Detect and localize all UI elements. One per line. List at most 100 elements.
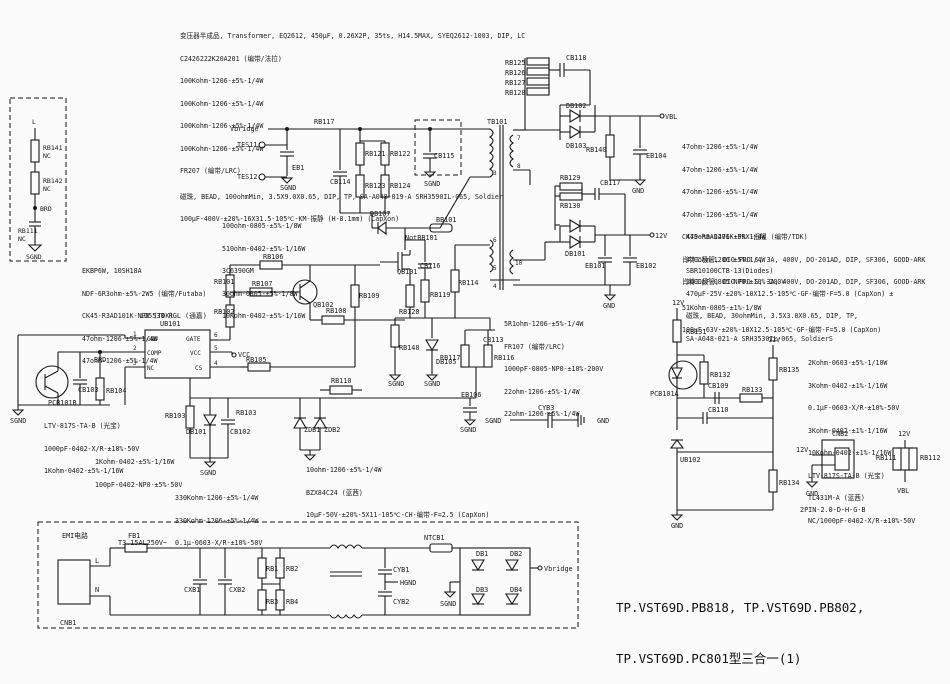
db3-ref: DB3 — [476, 586, 488, 594]
header-notes: 变压器半成品, Transformer, EQ2612, 450μF, 0.26… — [180, 18, 525, 231]
cb118-ref: CB118 — [566, 54, 586, 62]
eb101-ref: EB101 — [585, 262, 605, 270]
sgnd-label-7: SGND — [460, 426, 476, 434]
sgnd-label-1: SGND — [280, 184, 296, 192]
bb101-ref: BB101 — [436, 216, 456, 224]
cyb3-ref: CYB3 — [538, 404, 554, 412]
rb124-ref: RB124 — [390, 182, 410, 190]
rb119-ref: RB119 — [430, 291, 450, 299]
rb120-ref: RB120 — [399, 308, 419, 316]
note-line: 100ohm-0805-±5%-1/8W — [222, 222, 302, 230]
cnb1-ref: CNB1 — [60, 619, 76, 627]
note-line: NDF-6R3ohm-±5%-2W5 (编带/Futaba) — [82, 289, 207, 298]
v12-label-2: 12V — [672, 299, 684, 307]
note-line: 22ohm-1206-±5%-1/4W — [504, 410, 580, 418]
note-line: LTV-817S-TA-B (光宝) — [44, 422, 121, 430]
db101-ref: DB101 — [186, 428, 206, 436]
pin-nc: NC — [147, 365, 155, 372]
pcb101a-ref: PCB101A — [650, 390, 679, 398]
note-line: 51Kohm-0805-±1%-1/8W — [682, 303, 762, 312]
note-line: 10ohm-1206-±5%-1/4W — [306, 466, 382, 474]
note-line: 47ohm-1206-±5%-1/4W — [82, 334, 158, 343]
note-line: CK45-R3AD471K-PRX-低阻 (编带/TDK) — [682, 233, 808, 241]
hgnd-label: HGND — [400, 579, 416, 587]
pin-num-1: 1 — [133, 331, 137, 338]
note-line: 47ohm-1206-±5%-1/4W — [682, 143, 758, 151]
rb134-ref: RB134 — [779, 479, 799, 487]
cb102-ref: CB102 — [230, 428, 250, 436]
note-line: BZX84C24 (蓝茜) — [306, 488, 363, 497]
tes12-label: TES12 — [237, 173, 257, 181]
vcc-label: VCC — [238, 351, 250, 359]
rb103-ref-2: RB103 — [236, 409, 256, 417]
cyb2-ref: CYB2 — [393, 598, 409, 606]
pin-gate: GATE — [186, 336, 201, 343]
gnd-label-2: GND — [632, 187, 644, 195]
note-line: 330Kohm-1206-±5%-1/4W — [175, 494, 259, 502]
cb113-ref: CB113 — [483, 336, 503, 344]
note-line: 510ohm-0402-±5%-1/16W — [222, 244, 306, 253]
v12-label-1: 12V — [655, 232, 667, 240]
emi-wiring — [57, 543, 543, 619]
tr-pin-7: 7 — [517, 135, 521, 142]
pin-num-3: 3 — [133, 360, 137, 367]
note-line: EKBP6W, 10SH18A — [82, 267, 142, 275]
ub101-name: LD5530 RGL (通嘉) — [140, 311, 207, 320]
left-dashed-box — [9, 97, 67, 262]
vbl-label-2: VBL — [897, 487, 909, 495]
header-note: 磁珠, BEAD, 100ohmMin, 3.5X9.0X0.65, DIP, … — [180, 192, 503, 201]
note-line: 470ohm-1206-±5%-1/4W — [686, 233, 766, 241]
left-resistor-chain — [27, 128, 43, 252]
rb103-ref: RB103 — [165, 412, 185, 420]
rb121-ref: RB121 — [365, 150, 385, 158]
header-note: 100Kohm-1206-±5%-1/4W — [180, 122, 264, 130]
note-line: 3Kohm-0402-±1%-1/16W — [808, 426, 888, 435]
notes-right-4: 2Kohm-0603-±5%-1/10W 3Kohm-0402-±1%-1/16… — [808, 345, 915, 533]
cb115-ref: CB115 — [434, 152, 454, 160]
notes-right-3: SBR10100CTB-13(Diodes) 470μF-25V-±20%-10… — [686, 253, 893, 351]
rb142-ref: RB142 — [43, 177, 63, 185]
left-box-top: L — [32, 118, 36, 126]
rb133-ref: RB133 — [742, 386, 762, 394]
note-line: 5R1ohm-1206-±5%-1/4W — [504, 320, 584, 328]
tr-pin-8: 8 — [517, 163, 521, 170]
drawing-title: TP.VST69D.PB818, TP.VST69D.PB802, TP.VST… — [616, 565, 864, 684]
emi-sgnd-label: SGND — [440, 600, 456, 608]
notes-pc: LTV-817S-TA-B (光宝) 1000pF-0402-X/R-±10%-… — [44, 408, 139, 483]
rb101-ref: RB101 — [214, 278, 234, 286]
tb101-ref: TB101 — [487, 118, 507, 126]
note-line: 0.1μF-0603-X/R-±10%-50V — [808, 404, 900, 412]
rb108-ref: RB108 — [326, 307, 346, 315]
cb110-ref: CB110 — [708, 406, 728, 414]
cnb2-spec: 2PIN-2.0-D-H-G-B — [800, 506, 865, 514]
gnd-label-3: GND — [603, 302, 615, 310]
rb135-ref: RB135 — [779, 366, 799, 374]
notes-db105: 5R1ohm-1206-±5%-1/4W FR107 (编带/LRC) 1000… — [504, 306, 603, 426]
sgnd-label-3: SGND — [10, 417, 26, 425]
ub101-ref: UB101 — [160, 320, 180, 328]
db103-ref: DB103 — [566, 142, 586, 150]
qb101-ref: QB101 — [397, 268, 417, 276]
gnd-label-5: GND — [806, 490, 818, 498]
rb104-ref: RB104 — [106, 387, 126, 395]
rb116-ref: RB116 — [494, 354, 514, 362]
pcb101b-ref: PCB101B — [48, 399, 77, 407]
drawing-title-line: TP.VST69D.PB818, TP.VST69D.PB802, — [616, 600, 865, 615]
db102-ref: DB102 — [566, 102, 586, 110]
rb106-ref: RB106 — [263, 253, 283, 261]
note-line: 330Kohm-1206-±5%-1/4W — [175, 516, 259, 525]
vbl-label: VBL — [665, 113, 677, 121]
sgnd-label-8: SGND — [485, 417, 501, 425]
cxb1-ref: CXB1 — [184, 586, 200, 594]
brd-net: BRD — [40, 205, 52, 213]
note-line: 470ohm-1206-±5%-1/4W — [686, 255, 766, 264]
rb3-ref: RB3 — [266, 598, 278, 606]
header-note: C2426222K20A201 (编带/法拉) — [180, 54, 282, 63]
rb117-ref: RB117 — [314, 118, 334, 126]
notes-zd: 10ohm-1206-±5%-1/4W BZX84C24 (蓝茜) 10μF-5… — [306, 452, 489, 527]
v12-label-5: 12V — [898, 430, 910, 438]
cb103-ref: CB103 — [78, 386, 98, 394]
note-line: SA-A048-021-A SRH3530IL-065, SoldierS — [686, 334, 833, 343]
notes-right-1: 47ohm-1206-±5%-1/4W 47ohm-1206-±5%-1/4W … — [682, 129, 925, 342]
rb111-ref: RB111 — [18, 227, 38, 235]
